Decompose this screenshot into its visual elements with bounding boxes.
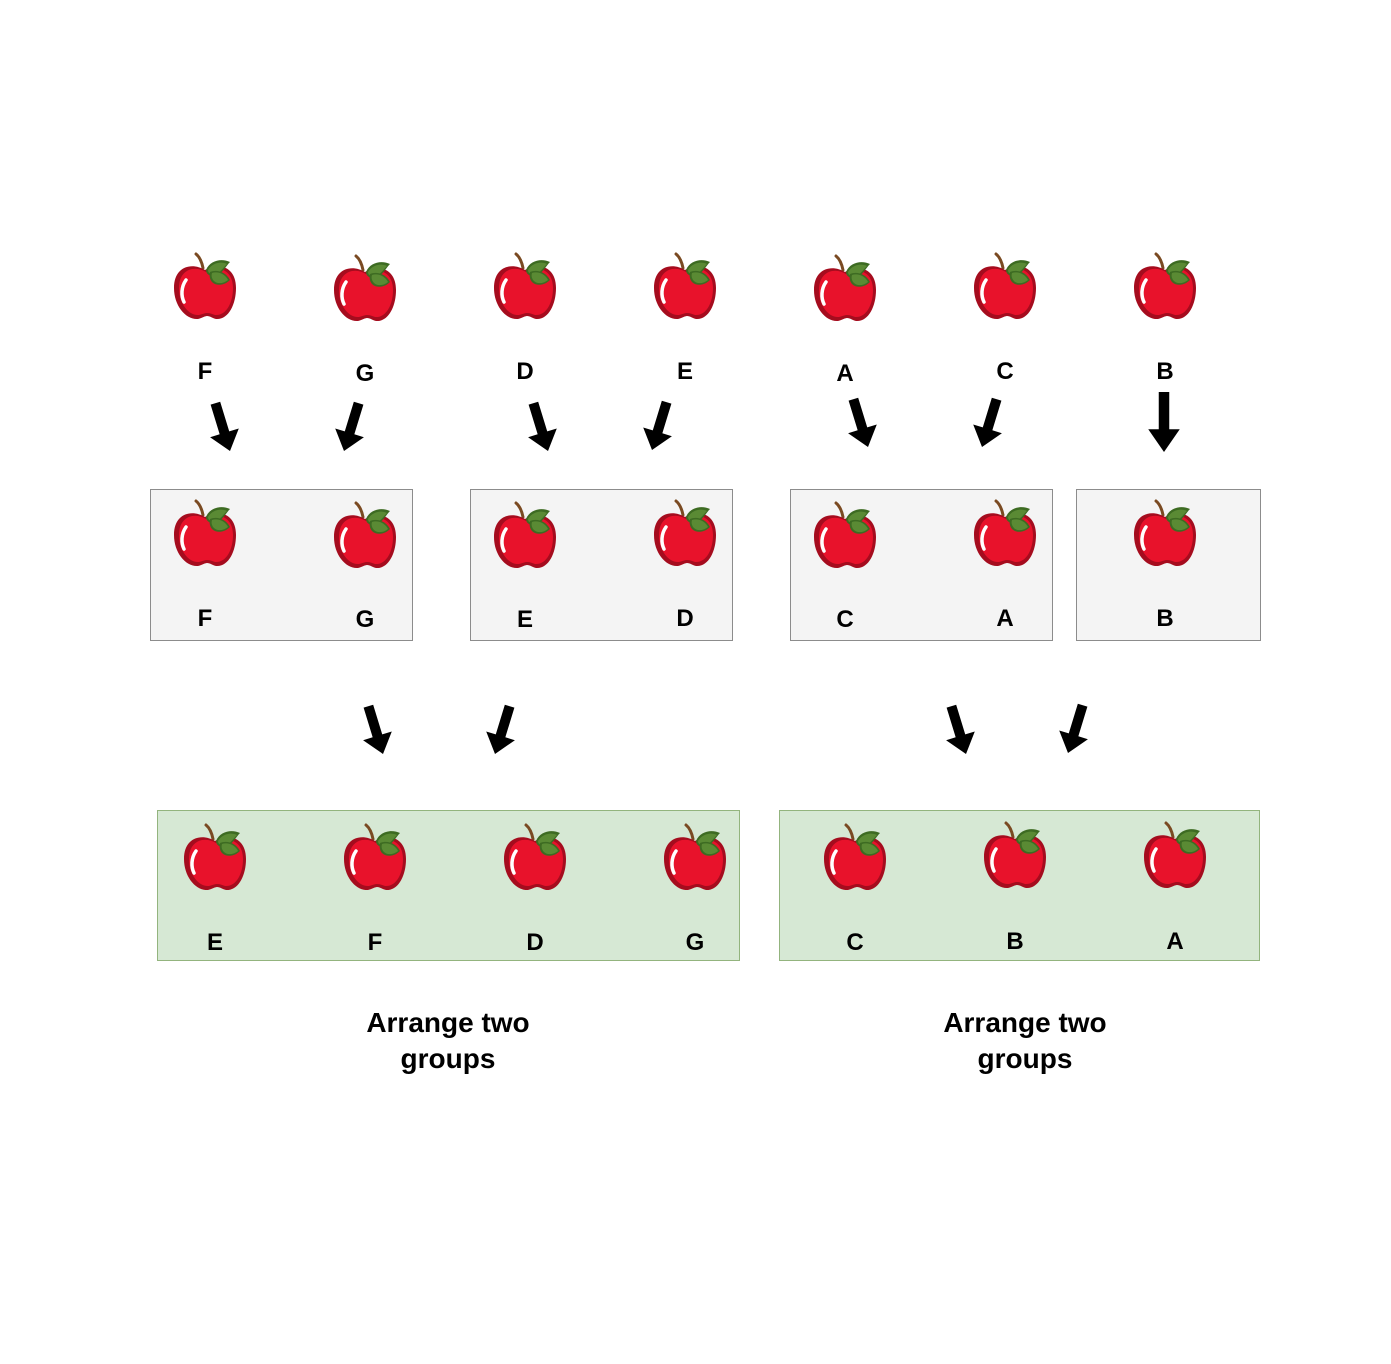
arrow-icon [1148, 392, 1180, 452]
arrow-icon [967, 394, 1011, 452]
arrow-icon [937, 701, 981, 759]
arrow-icon [637, 397, 681, 455]
apple-label: G [355, 606, 375, 633]
apple-label: F [197, 605, 213, 632]
arrow-icon [1053, 700, 1097, 758]
arrow-icon [201, 398, 245, 456]
apple-label: B [1156, 358, 1174, 385]
apple-label: G [685, 929, 705, 956]
caption-right: Arrange two groups [943, 1007, 1107, 1074]
apple-label: E [676, 358, 693, 385]
caption-left: Arrange two groups [366, 1007, 530, 1074]
apple-label: B [1006, 928, 1024, 955]
apple-label: A [1166, 928, 1184, 955]
apple-label: C [846, 929, 864, 956]
apple-label: C [836, 606, 854, 633]
apple-label: D [516, 358, 534, 385]
apple-label: E [516, 606, 533, 633]
arrow-icon [839, 394, 883, 452]
arrow-icon [480, 701, 524, 759]
arrow-icon [519, 398, 563, 456]
arrow-icon [329, 398, 373, 456]
apple-label: D [676, 605, 694, 632]
apple-label: C [996, 358, 1014, 385]
apple-label: G [355, 360, 375, 387]
apple-label: B [1156, 605, 1174, 632]
arrow-icon [354, 701, 398, 759]
apple-label: E [206, 929, 223, 956]
apple-label: A [836, 360, 854, 387]
apple-label: D [526, 929, 544, 956]
apple-label: F [367, 929, 383, 956]
merged-box-1 [157, 810, 740, 961]
apple-label: F [197, 358, 213, 385]
apple-label: A [996, 605, 1014, 632]
